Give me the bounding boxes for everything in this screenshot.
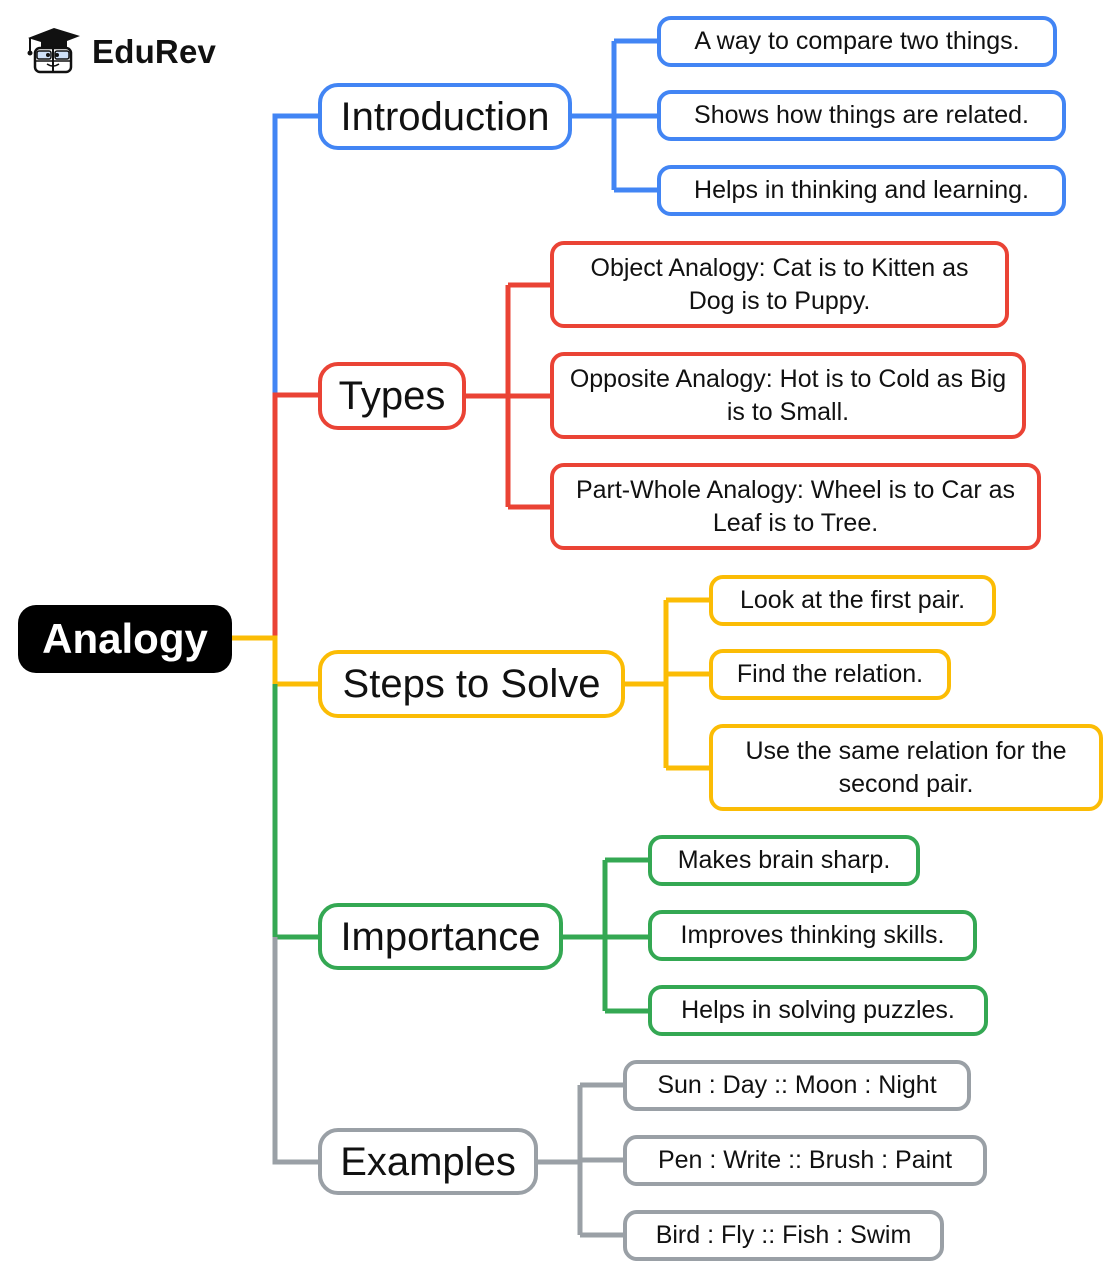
leaf-importance-3: Helps in solving puzzles. xyxy=(648,985,988,1036)
leaf-text: Pen : Write :: Brush : Paint xyxy=(657,1146,953,1175)
connector-steps xyxy=(625,597,709,771)
leaf-types-1: Object Analogy: Cat is to Kitten as Dog … xyxy=(550,241,1009,328)
leaf-types-2: Opposite Analogy: Hot is to Cold as Big … xyxy=(550,352,1026,439)
branch-label: Importance xyxy=(340,914,541,959)
graduation-cap-book-mascot-icon xyxy=(24,24,82,79)
leaf-text: Improves thinking skills. xyxy=(680,921,945,950)
trunk-importance xyxy=(272,684,318,940)
branch-label: Types xyxy=(338,374,446,418)
leaf-text: Look at the first pair. xyxy=(739,586,966,615)
connector-introduction xyxy=(572,38,657,193)
leaf-examples-1: Sun : Day :: Moon : Night xyxy=(623,1060,971,1111)
leaf-text: Find the relation. xyxy=(736,660,924,689)
leaf-text: Helps in solving puzzles. xyxy=(681,996,955,1025)
leaf-text: Part-Whole Analogy: Wheel is to Car as L… xyxy=(575,476,1016,537)
leaf-examples-3: Bird : Fly :: Fish : Swim xyxy=(623,1210,944,1261)
connector-examples xyxy=(538,1082,623,1238)
branch-importance: Importance xyxy=(318,903,563,970)
leaf-text: Bird : Fly :: Fish : Swim xyxy=(655,1221,912,1250)
leaf-text: Shows how things are related. xyxy=(694,101,1029,130)
connector-types xyxy=(466,282,550,510)
leaf-types-3: Part-Whole Analogy: Wheel is to Car as L… xyxy=(550,463,1041,550)
leaf-examples-2: Pen : Write :: Brush : Paint xyxy=(623,1135,987,1186)
leaf-steps-2: Find the relation. xyxy=(709,649,951,700)
leaf-text: A way to compare two things. xyxy=(694,27,1020,56)
leaf-text: Sun : Day :: Moon : Night xyxy=(657,1071,937,1100)
trunk-types xyxy=(272,392,318,638)
branch-types: Types xyxy=(318,362,466,430)
leaf-text: Object Analogy: Cat is to Kitten as Dog … xyxy=(590,254,969,315)
leaf-importance-2: Improves thinking skills. xyxy=(648,910,977,961)
brand-name: EduRev xyxy=(92,32,217,70)
edurev-logo: EduRev xyxy=(24,24,216,79)
connector-importance xyxy=(563,857,648,1014)
branch-label: Examples xyxy=(340,1139,516,1184)
leaf-introduction-3: Helps in thinking and learning. xyxy=(657,165,1066,216)
leaf-steps-3: Use the same relation for the second pai… xyxy=(709,724,1103,811)
trunk-steps xyxy=(232,635,318,687)
leaf-text: Makes brain sharp. xyxy=(677,846,891,875)
branch-introduction: Introduction xyxy=(318,83,572,150)
root-node-analogy: Analogy xyxy=(18,605,232,673)
leaf-text: Use the same relation for the second pai… xyxy=(745,737,1067,798)
leaf-importance-1: Makes brain sharp. xyxy=(648,835,920,886)
branch-label: Steps to Solve xyxy=(342,662,601,706)
branch-examples: Examples xyxy=(318,1128,538,1195)
leaf-text: Opposite Analogy: Hot is to Cold as Big … xyxy=(569,365,1007,426)
leaf-steps-1: Look at the first pair. xyxy=(709,575,996,626)
leaf-introduction-1: A way to compare two things. xyxy=(657,16,1057,67)
trunk-introduction xyxy=(272,113,318,395)
trunk-examples xyxy=(272,937,318,1165)
branch-label: Introduction xyxy=(340,94,550,139)
branch-steps-to-solve: Steps to Solve xyxy=(318,650,625,718)
leaf-text: Helps in thinking and learning. xyxy=(694,176,1029,205)
leaf-introduction-2: Shows how things are related. xyxy=(657,90,1066,141)
